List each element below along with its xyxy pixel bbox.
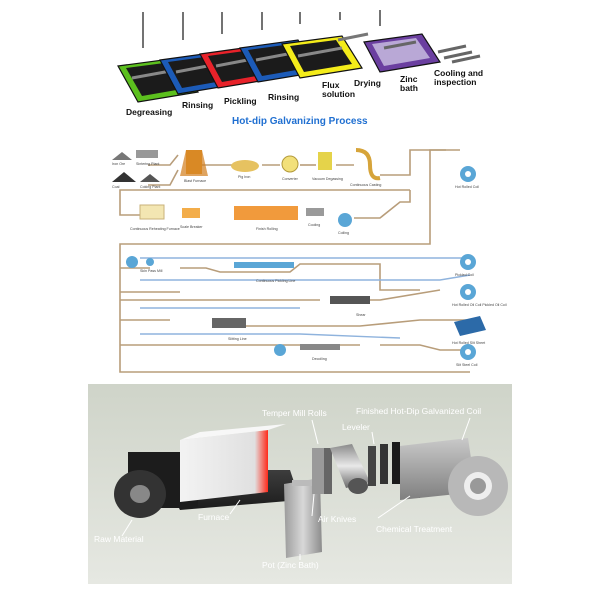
finished-coil (448, 456, 508, 516)
finish-rolling: Finish Rolling (234, 206, 298, 231)
product-hot-rolled-sheet: Hot Rolled Slit Sheet (452, 316, 486, 345)
label-furnace: Furnace (198, 512, 229, 522)
svg-text:Converter: Converter (282, 177, 299, 181)
decoiling-station: Decoiling (274, 344, 340, 361)
svg-text:Pickled Coil: Pickled Coil (455, 273, 474, 277)
tank-zinc-bath (363, 10, 441, 73)
leveler (368, 442, 400, 486)
svg-text:Blast Furnace: Blast Furnace (184, 179, 206, 183)
cooling-station: Cooling (306, 208, 324, 227)
svg-text:Vacuum Degassing: Vacuum Degassing (312, 177, 343, 181)
svg-text:Hot Rolled Coil: Hot Rolled Coil (455, 185, 479, 189)
pickling-line: Continuous Pickling Line (234, 262, 295, 283)
svg-text:Pig Iron: Pig Iron (238, 175, 250, 179)
temper-mill-rolls (330, 444, 370, 494)
iron-ore-pile: Iron Ore (112, 152, 132, 166)
svg-text:Scale Breaker: Scale Breaker (180, 225, 203, 229)
svg-text:Sintering Plant: Sintering Plant (136, 162, 159, 166)
top-panel-title: Hot-dip Galvanizing Process (232, 116, 368, 127)
svg-text:Continuous Reheating Furnace: Continuous Reheating Furnace (130, 227, 180, 231)
label-air-knives: Air Knives (318, 514, 356, 524)
svg-text:Cooling: Cooling (308, 223, 320, 227)
label-temper-mill-rolls: Temper Mill Rolls (262, 408, 327, 418)
stage-label-rinsing-1: Rinsing (182, 100, 213, 110)
coking-plant: Coking Plant (140, 174, 160, 189)
sintering-plant: Sintering Plant (136, 150, 159, 166)
product-slit-coil: Slit Steel Coil (456, 344, 478, 367)
svg-text:Hot Rolled Slit Sheet: Hot Rolled Slit Sheet (452, 341, 485, 345)
svg-text:Slit Steel Coil: Slit Steel Coil (456, 363, 478, 367)
svg-text:Slitting Line: Slitting Line (228, 337, 247, 341)
top-panel: Degreasing Rinsing Pickling Rinsing Flux… (117, 10, 483, 127)
flow-lines-main (119, 149, 470, 373)
drying-step (337, 12, 369, 42)
continuous-casting: Continuous Casting (350, 148, 381, 187)
svg-text:Hot Rolled Oil Coil Pickled Oi: Hot Rolled Oil Coil Pickled Oil Coil (452, 303, 507, 307)
pig-iron: Pig Iron (231, 160, 259, 179)
furnace-block (180, 424, 286, 502)
stage-label-pickling: Pickling (224, 96, 257, 106)
svg-text:Coking Plant: Coking Plant (140, 185, 160, 189)
svg-text:Finish Rolling: Finish Rolling (256, 227, 278, 231)
tank-flux (281, 12, 363, 79)
coiling-station: Coiling (338, 213, 352, 235)
stage-label-degreasing: Degreasing (126, 107, 172, 117)
shear-station: Shear (330, 296, 370, 317)
label-raw-material: Raw Material (94, 534, 144, 544)
bottom-panel: Temper Mill Rolls Leveler Finished Hot-D… (88, 384, 512, 584)
callout-lines (121, 417, 471, 560)
svg-text:Continuous Casting: Continuous Casting (350, 183, 381, 187)
zinc-pot (284, 478, 322, 558)
svg-text:Continuous Pickling Line: Continuous Pickling Line (256, 279, 295, 283)
svg-text:Shear: Shear (356, 313, 366, 317)
stage-label-drying: Drying (354, 78, 381, 88)
slitting-line: Slitting Line (212, 318, 247, 341)
label-pot-zinc-bath: Pot (Zinc Bath) (262, 560, 319, 570)
svg-text:Decoiling: Decoiling (312, 357, 327, 361)
reheating-furnace: Continuous Reheating Furnace (130, 204, 180, 231)
blast-furnace: Blast Furnace (180, 150, 208, 183)
middle-panel: Iron Ore Sintering Plant Coal Coking Pla… (112, 148, 507, 373)
vacuum-degassing: Vacuum Degassing (312, 152, 343, 181)
label-finished-coil: Finished Hot-Dip Galvanized Coil (356, 406, 481, 416)
product-pickled-coil: Pickled Coil (455, 254, 476, 277)
label-chemical-treatment: Chemical Treatment (376, 524, 453, 534)
converter: Converter (281, 155, 299, 181)
flow-lines-secondary (140, 257, 471, 339)
product-pickled-oil-coil: Hot Rolled Oil Coil Pickled Oil Coil (452, 284, 507, 307)
skin-pass-mill: Skin Pass Mill (126, 256, 163, 273)
label-leveler: Leveler (342, 422, 370, 432)
svg-text:Iron Ore: Iron Ore (112, 162, 125, 166)
air-knives (312, 448, 332, 494)
product-hot-rolled-coil: Hot Rolled Coil (455, 166, 479, 189)
cooling-step (437, 44, 481, 64)
svg-text:Coiling: Coiling (338, 231, 349, 235)
svg-text:Skin Pass Mill: Skin Pass Mill (140, 269, 163, 273)
scale-breaker: Scale Breaker (180, 208, 203, 229)
coal-pile: Coal (112, 172, 136, 189)
stage-label-rinsing-2: Rinsing (268, 92, 299, 102)
svg-text:Coal: Coal (112, 185, 120, 189)
